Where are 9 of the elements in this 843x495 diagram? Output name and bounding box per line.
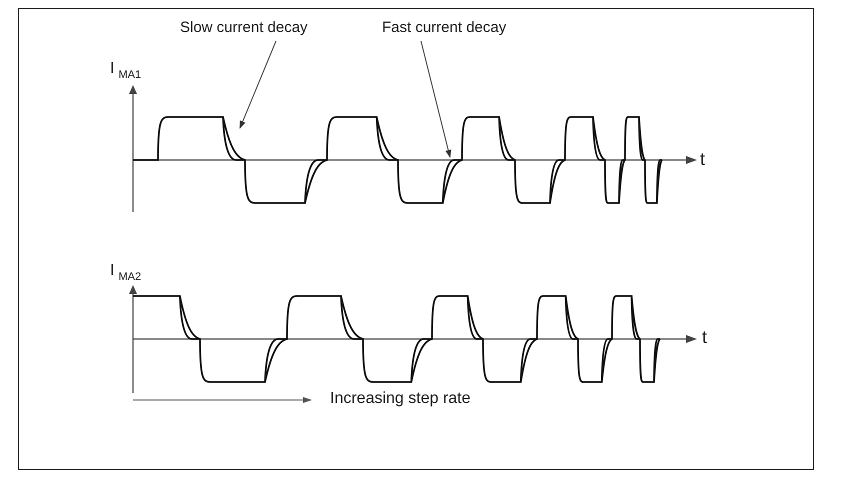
axis-label: I$_{MA2}$ — [110, 262, 142, 284]
axis-label: t — [702, 328, 708, 348]
axis-label: t — [700, 150, 706, 170]
axis-label: I$_{MA1}$ — [110, 60, 142, 82]
callout-text: Slow current decay — [180, 19, 308, 37]
callout-text: Fast current decay — [382, 19, 506, 37]
leader-line — [420, 40, 452, 158]
leader-line — [240, 40, 276, 129]
axis-note: Increasing step rate — [330, 390, 471, 408]
